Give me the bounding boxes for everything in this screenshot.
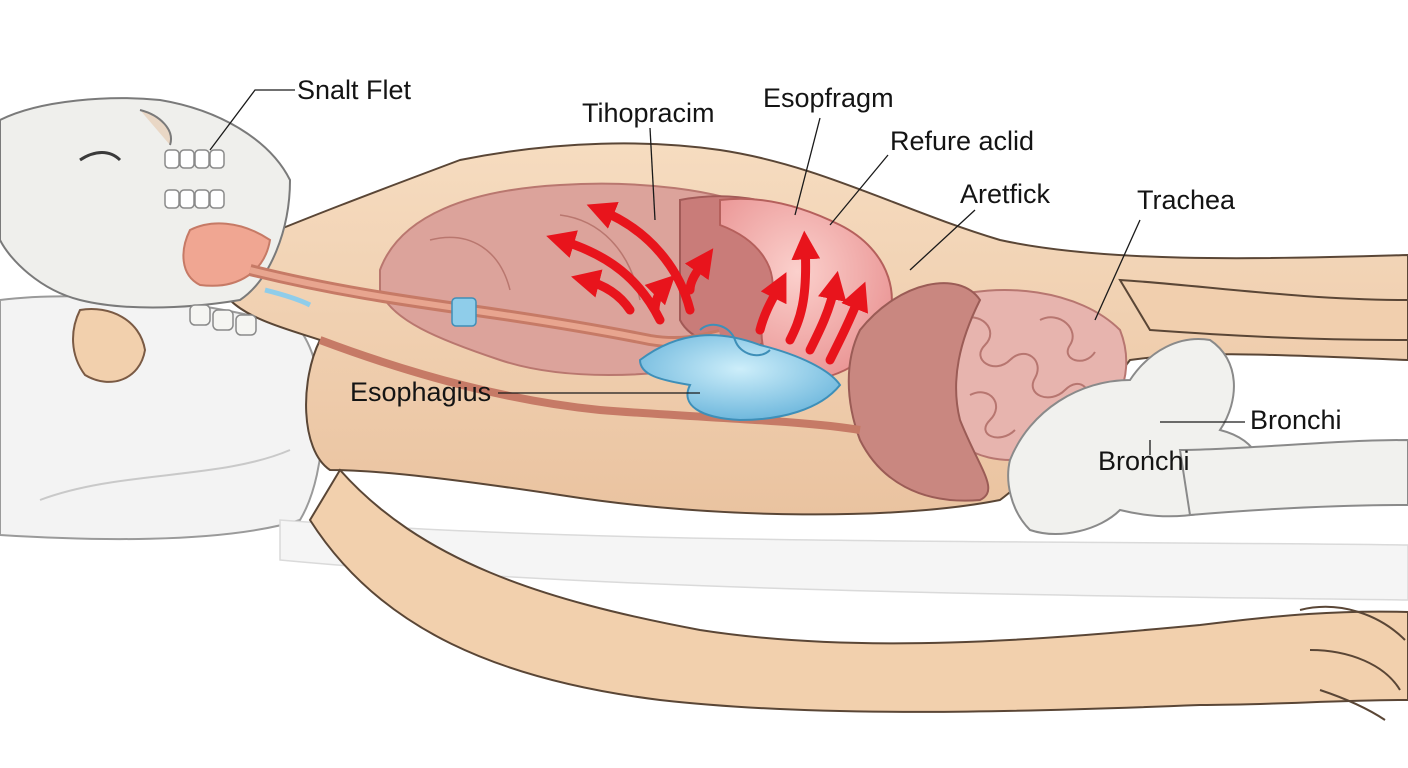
femur [1180,440,1408,515]
sphincter-marker [452,298,476,326]
label-bronchi-left: Bronchi [1098,446,1190,476]
label-esophagius: Esophagius [350,377,491,407]
label-bronchi-right: Bronchi [1250,405,1342,435]
label-trachea: Trachea [1137,185,1236,215]
label-esopfragm: Esopfragm [763,83,894,113]
label-snalt-flet: Snalt Flet [297,75,412,105]
pillow [0,296,323,539]
label-tihopracim: Tihopracim [582,98,715,128]
label-refure-aclid: Refure aclid [890,126,1034,156]
label-aretfick: Aretfick [960,179,1051,209]
